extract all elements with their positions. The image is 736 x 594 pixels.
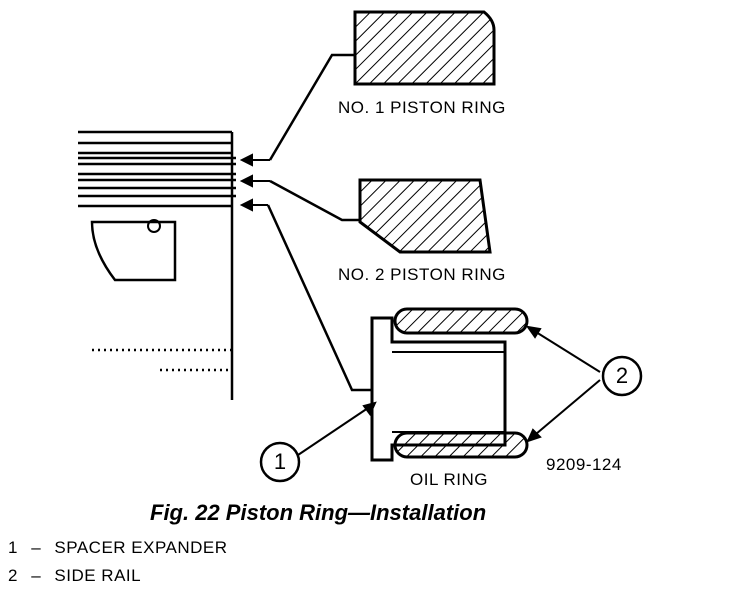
- callout-1: 1: [273, 449, 287, 474]
- piston-body: [78, 130, 236, 400]
- groove-arrows: [239, 153, 270, 212]
- side-rail-bottom: [393, 431, 529, 459]
- legend-number: 2: [8, 566, 18, 585]
- callout-1-arrow: [259, 401, 377, 483]
- leader-lines: [266, 53, 372, 392]
- figure-caption: Fig. 22 Piston Ring—Installation: [150, 500, 487, 525]
- side-rail-top: [393, 307, 529, 335]
- legend-text: SPACER EXPANDER: [54, 538, 228, 557]
- legend-item-1: 1 – SPACER EXPANDER: [8, 538, 228, 558]
- no2-ring-label: NO. 2 PISTON RING: [338, 265, 506, 284]
- legend-dash: –: [31, 566, 42, 585]
- legend-text: SIDE RAIL: [54, 566, 142, 585]
- no1-ring-section: [353, 10, 496, 86]
- legend-dash: –: [31, 538, 42, 557]
- legend-item-2: 2 – SIDE RAIL: [8, 566, 141, 586]
- callout-2-arrows: [525, 325, 643, 443]
- no1-ring-label: NO. 1 PISTON RING: [338, 98, 506, 117]
- no2-ring-section: [358, 178, 492, 254]
- oil-ring-assembly: [370, 307, 529, 462]
- legend-number: 1: [8, 538, 18, 557]
- figure-reference: 9209-124: [546, 455, 622, 474]
- callout-2: 2: [615, 363, 629, 388]
- oil-ring-label: OIL RING: [410, 470, 488, 489]
